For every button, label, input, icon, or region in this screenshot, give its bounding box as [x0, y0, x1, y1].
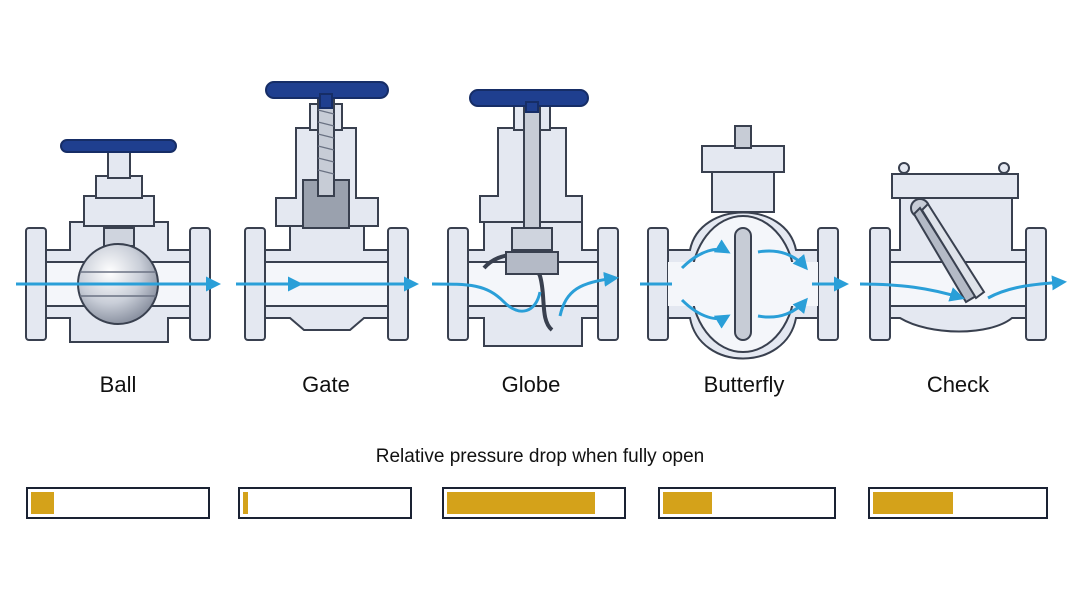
pressure-bar-fill [873, 492, 953, 514]
pressure-drop-title: Relative pressure drop when fully open [375, 446, 705, 467]
check-valve [859, 162, 1067, 341]
valve-label-ball: Ball [99, 372, 137, 397]
ball-valve [16, 139, 221, 343]
pressure-bar-globe [442, 487, 626, 519]
valve-label-gate: Gate [302, 372, 350, 397]
valve-label-check: Check [926, 372, 990, 397]
globe-valve [431, 89, 619, 347]
valve-label-globe: Globe [501, 372, 561, 397]
pressure-bar-fill [243, 492, 248, 514]
gate-valve [236, 81, 419, 341]
butterfly-valve [640, 125, 849, 360]
pressure-bar-gate [238, 487, 412, 519]
pressure-bar-butterfly [658, 487, 836, 519]
pressure-bar-fill [663, 492, 712, 514]
pressure-bar-fill [31, 492, 54, 514]
pressure-bar-ball [26, 487, 210, 519]
pressure-bar-check [868, 487, 1048, 519]
pressure-bar-fill [447, 492, 595, 514]
valve-label-butterfly: Butterfly [703, 372, 785, 397]
